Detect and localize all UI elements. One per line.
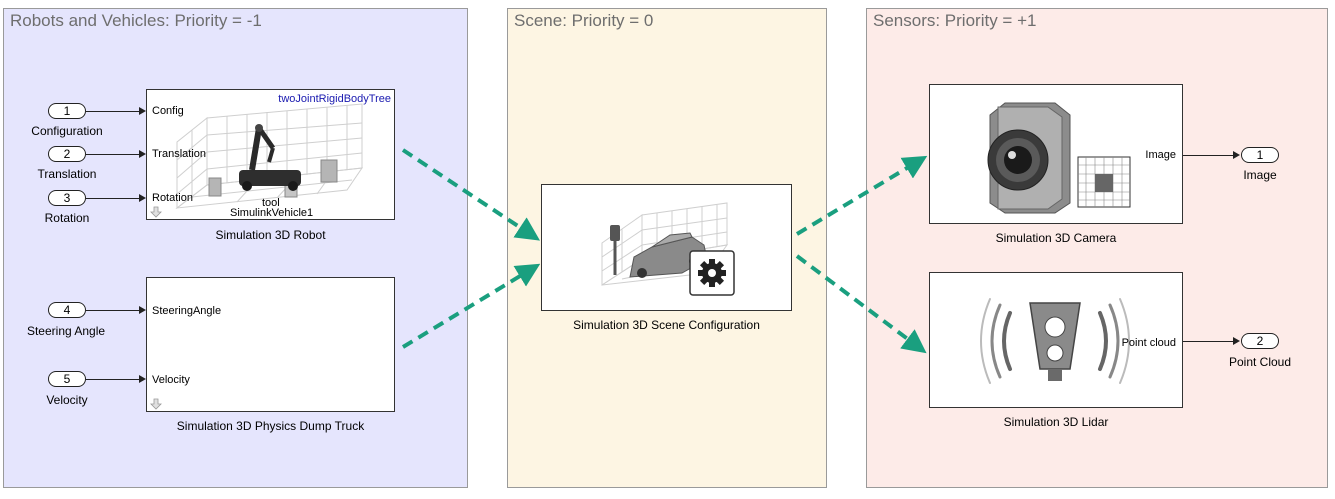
signal-line: [86, 310, 139, 311]
inport-3[interactable]: 3: [48, 190, 86, 206]
inport-5-label: Velocity: [46, 393, 88, 407]
scene-config-icon: [601, 202, 735, 296]
inport-3-label: Rotation: [44, 211, 90, 225]
outport-1[interactable]: 1: [1241, 147, 1279, 163]
down-arrow-icon: [150, 206, 162, 218]
inport-2[interactable]: 2: [48, 146, 86, 162]
camera-block-label: Simulation 3D Camera: [995, 231, 1117, 245]
simulation-3d-camera-block[interactable]: Image: [929, 84, 1183, 224]
lidar-port-point-cloud: Point cloud: [1121, 337, 1176, 349]
signal-line: [1183, 341, 1233, 342]
simulation-3d-scene-configuration-block[interactable]: [541, 184, 792, 311]
truck-block-label: Simulation 3D Physics Dump Truck: [176, 419, 365, 433]
camera-port-image: Image: [1145, 149, 1176, 161]
outport-2-label: Point Cloud: [1228, 355, 1292, 369]
robot-tree-name: twoJointRigidBodyTree: [278, 93, 391, 105]
signal-arrowhead: [139, 107, 146, 115]
area-sensors-title: Sensors: Priority = +1: [873, 11, 1037, 30]
signal-line: [86, 111, 139, 112]
signal-line: [86, 198, 139, 199]
area-robots-title: Robots and Vehicles: Priority = -1: [10, 11, 262, 30]
lidar-block-label: Simulation 3D Lidar: [1003, 415, 1109, 429]
inport-1-label: Configuration: [31, 124, 103, 138]
robot-tool-label: tool: [262, 197, 280, 209]
signal-arrowhead: [1233, 337, 1240, 345]
inport-1[interactable]: 1: [48, 103, 86, 119]
simulation-3d-dump-truck-block[interactable]: SteeringAngle Velocity: [146, 277, 395, 412]
robot-scene-icon: [175, 103, 364, 210]
signal-line: [86, 154, 139, 155]
signal-line: [86, 379, 139, 380]
truck-port-steering: SteeringAngle: [152, 305, 222, 317]
simulation-3d-robot-block[interactable]: Config Translation Rotation twoJointRigi…: [146, 89, 395, 220]
area-scene-title: Scene: Priority = 0: [514, 11, 654, 30]
outport-1-label: Image: [1243, 168, 1277, 182]
camera-icon: [987, 102, 1131, 214]
inport-2-label: Translation: [37, 167, 97, 181]
scene-block-label: Simulation 3D Scene Configuration: [573, 318, 760, 332]
truck-port-velocity: Velocity: [152, 374, 190, 386]
signal-arrowhead: [1233, 151, 1240, 159]
area-robots-vehicles: Robots and Vehicles: Priority = -1: [3, 8, 468, 488]
inport-5[interactable]: 5: [48, 371, 86, 387]
inport-4-label: Steering Angle: [26, 324, 106, 338]
signal-arrowhead: [139, 375, 146, 383]
robot-port-rotation: Rotation: [152, 192, 193, 204]
down-arrow-icon: [150, 398, 162, 410]
outport-2[interactable]: 2: [1241, 333, 1279, 349]
signal-arrowhead: [139, 150, 146, 158]
signal-arrowhead: [139, 306, 146, 314]
robot-port-config: Config: [152, 105, 184, 117]
signal-line: [1183, 155, 1233, 156]
simulation-3d-lidar-block[interactable]: Point cloud: [929, 272, 1183, 408]
robot-block-label: Simulation 3D Robot: [215, 228, 326, 242]
lidar-icon: [980, 298, 1130, 384]
robot-vehicle-label: SimulinkVehicle1: [230, 207, 314, 219]
signal-arrowhead: [139, 194, 146, 202]
robot-port-translation: Translation: [152, 148, 207, 160]
inport-4[interactable]: 4: [48, 302, 86, 318]
